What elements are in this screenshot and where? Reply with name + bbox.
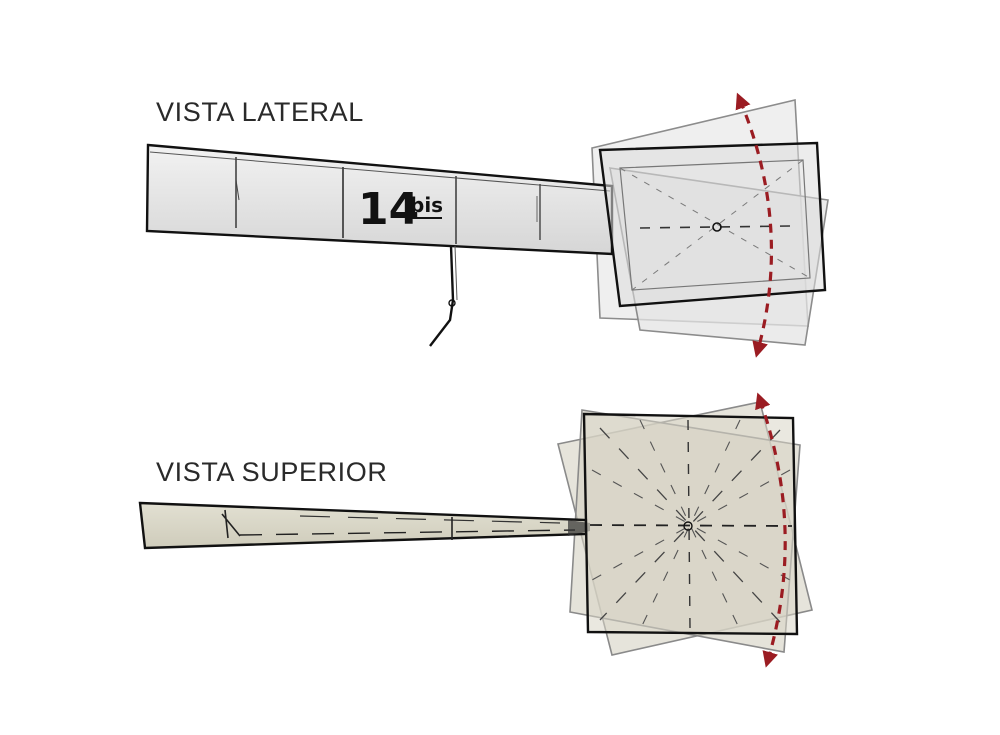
top-rotation-arrow bbox=[755, 392, 787, 668]
control-cable bbox=[429, 245, 458, 347]
fuselage-top bbox=[138, 501, 590, 550]
fuselage-marking: 14 bis bbox=[358, 184, 443, 235]
marking-suffix: bis bbox=[410, 193, 443, 217]
marking-number: 14 bbox=[358, 184, 419, 235]
side-view-title: VISTA LATERAL bbox=[156, 97, 364, 127]
top-view-title: VISTA SUPERIOR bbox=[156, 457, 388, 487]
canard-top-neutral bbox=[582, 412, 799, 636]
side-view: 14 bis bbox=[145, 92, 829, 358]
side-rotation-arrow bbox=[735, 92, 774, 358]
canard-side-neutral bbox=[598, 141, 827, 308]
top-view bbox=[138, 392, 813, 668]
fuselage-side bbox=[145, 143, 614, 256]
